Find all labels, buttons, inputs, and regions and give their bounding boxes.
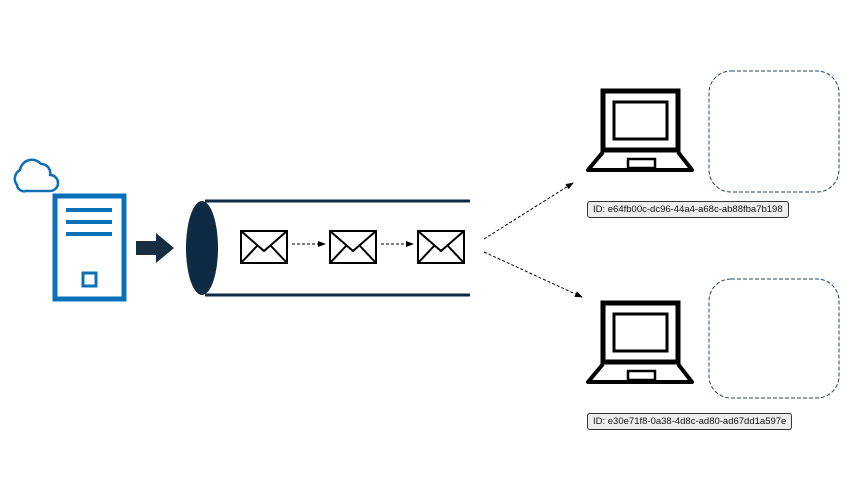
client-id-label: ID: e30e71f8-0a38-4d8c-ad80-ad67dd1a597e <box>587 413 793 430</box>
cloud-icon <box>13 158 60 193</box>
envelope-icon <box>329 230 377 264</box>
server-icon <box>52 193 127 302</box>
fanout-arrow-bottom <box>483 251 583 298</box>
arrow-right-icon <box>136 233 174 263</box>
client-frame <box>708 70 840 193</box>
client-frame <box>708 278 840 399</box>
laptop-icon <box>586 88 694 172</box>
client-id-label: ID: e64fb00c-dc96-44a4-a68c-ab88fba7b198 <box>587 201 789 218</box>
envelope-icon <box>240 230 288 264</box>
laptop-icon <box>586 300 694 384</box>
fanout-arrow-top <box>483 182 574 240</box>
envelope-icon <box>417 230 465 264</box>
pipe-icon <box>186 199 470 297</box>
